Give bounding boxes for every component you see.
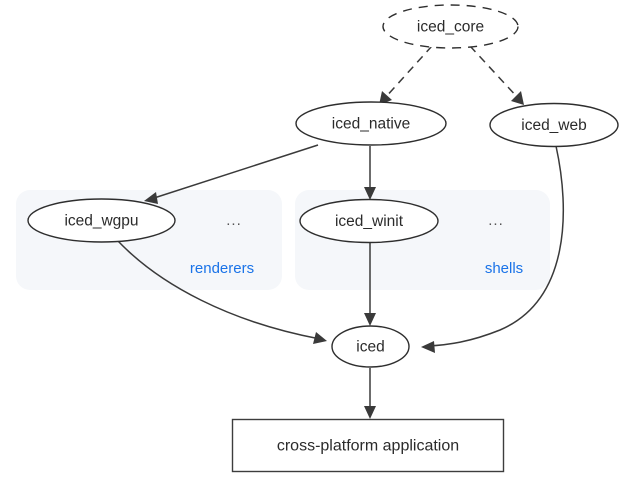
iced_wgpu-label: iced_wgpu [64, 213, 138, 230]
node-iced_wgpu[interactable]: iced_wgpu [27, 198, 176, 243]
iced_web-label: iced_web [521, 117, 587, 134]
cluster-label-renderers: renderers [190, 260, 254, 277]
iced_native-ellipse[interactable] [295, 101, 447, 146]
iced_winit-ellipse[interactable] [299, 198, 439, 244]
node-iced[interactable]: iced [331, 325, 410, 368]
edge-iced_web-to-iced [421, 145, 565, 353]
iced-ellipse[interactable] [331, 325, 410, 368]
iced-label: iced [356, 339, 384, 356]
edge-iced_winit-to-iced [364, 242, 376, 326]
edge-iced_native-to-iced_winit [364, 146, 376, 200]
edge-iced_core-to-iced_native [379, 45, 433, 105]
renderers-ellipsis: ... [226, 212, 242, 229]
node-iced_native[interactable]: iced_native [295, 101, 447, 146]
iced_core-label: iced_core [417, 19, 484, 36]
cluster-label-shells: shells [485, 260, 523, 277]
iced_wgpu-ellipse[interactable] [27, 198, 176, 243]
node-iced_web[interactable]: iced_web [489, 102, 619, 148]
application-box[interactable] [231, 418, 505, 473]
node-iced_winit[interactable]: iced_winit [299, 198, 439, 244]
iced_native-label: iced_native [332, 116, 410, 133]
edge-iced_native-to-iced_wgpu [144, 144, 319, 204]
edge-iced_core-to-iced_web [469, 45, 524, 105]
iced_core-ellipse[interactable] [382, 4, 519, 49]
node-iced_core[interactable]: iced_core [382, 4, 519, 49]
application-label: cross-platform application [277, 438, 459, 455]
edge-iced-to-application [364, 368, 376, 419]
shells-ellipsis: ... [488, 212, 504, 229]
iced_web-ellipse[interactable] [489, 102, 619, 148]
node-cross-platform-application[interactable]: cross-platform application [231, 418, 505, 473]
edge-iced_wgpu-to-iced [117, 240, 327, 344]
iced_winit-label: iced_winit [335, 213, 404, 230]
